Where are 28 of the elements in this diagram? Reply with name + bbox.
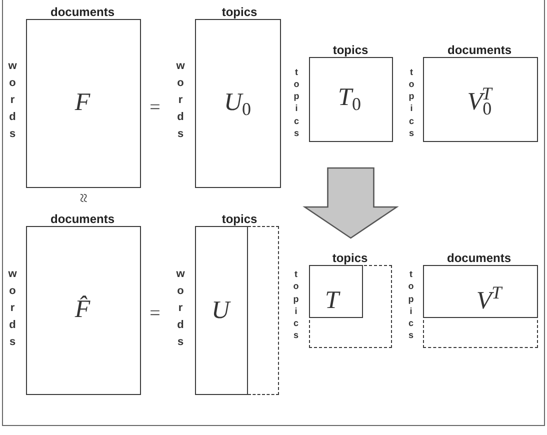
dashed-box xyxy=(248,226,279,395)
row-label: topics xyxy=(408,268,414,342)
matrix-symbol: F xyxy=(74,88,90,118)
equals-sign: = xyxy=(150,98,160,118)
matrix-symbol: T$_{0}$ xyxy=(338,82,361,116)
column-label: topics xyxy=(332,252,368,264)
row-label: words xyxy=(176,58,185,142)
column-label: documents xyxy=(447,252,511,264)
matrix-symbol: T xyxy=(325,286,339,316)
row-label: words xyxy=(176,266,185,350)
block-arrow xyxy=(302,167,399,239)
equals-sign: = xyxy=(150,304,160,324)
column-label: documents xyxy=(448,44,512,56)
column-label: topics xyxy=(222,213,258,225)
row-label: topics xyxy=(293,268,299,342)
row-label: words xyxy=(8,58,17,142)
matrix-symbol: V$^{T}$ xyxy=(476,282,502,316)
column-label: documents xyxy=(50,6,114,18)
row-label: topics xyxy=(408,66,414,140)
approx-sign: ≈ xyxy=(73,193,93,203)
column-label: topics xyxy=(222,6,258,18)
row-label: topics xyxy=(294,66,300,140)
matrix-symbol: U$_{0}$ xyxy=(224,87,252,121)
matrix-symbol: U xyxy=(211,296,230,326)
matrix-symbol: F̂ xyxy=(74,294,90,324)
column-label: topics xyxy=(332,44,368,56)
row-label: words xyxy=(8,266,17,350)
column-label: documents xyxy=(50,213,114,225)
